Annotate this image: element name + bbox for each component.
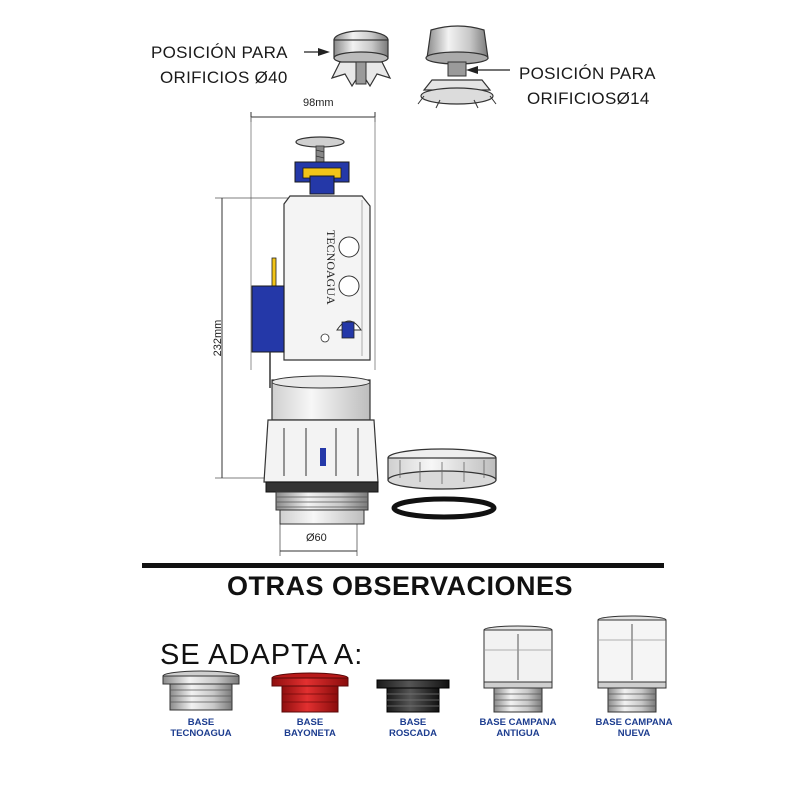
width-dimension [250,112,376,370]
callout-left-arrow [318,48,330,56]
base-caption-campana-nueva: BASE CAMPANA NUEVA [574,717,694,739]
flush-valve-icon [251,136,379,525]
base-caption-line2: TECNOAGUA [170,728,232,739]
base-caption-line2: ANTIGUA [496,728,540,739]
base-caption-bayoneta: BASE BAYONETA [250,717,370,739]
base-caption-line1: BASE [399,717,427,728]
diameter-dimension-label: Ø60 [306,532,327,544]
base-roscada-icon [376,679,450,713]
brand-on-body: TECNOAGUA [324,230,338,305]
callout-right-arrow [466,66,478,74]
base-bayoneta-icon [271,672,349,713]
callout-right-line2: ORIFICIOSØ14 [527,89,650,108]
base-tecnoagua-icon [162,670,240,711]
base-campana-nueva-icon [597,615,667,713]
section-heading: OTRAS OBSERVACIONES [226,571,574,601]
base-caption-line1: BASE CAMPANA [595,717,673,728]
callout-left-line2: ORIFICIOS Ø40 [160,68,288,87]
height-dimension-label: 232mm [212,319,224,357]
nut-icon [387,448,497,490]
push-button-40-icon [330,30,392,88]
base-caption-line2: NUEVA [617,728,651,739]
push-button-14-icon [417,25,497,109]
adapt-label: SE ADAPTA A: [160,639,364,671]
width-dimension-label: 98mm [303,97,334,109]
base-caption-line2: ROSCADA [388,728,438,739]
base-caption-roscada: BASE ROSCADA [353,717,473,739]
base-caption-line1: BASE [296,717,324,728]
callout-left-line1: POSICIÓN PARA [151,43,288,62]
base-caption-campana-antigua: BASE CAMPANA ANTIGUA [458,717,578,739]
callout-right-line1: POSICIÓN PARA [519,64,656,83]
diameter-dimension [279,520,358,556]
base-caption-line1: BASE CAMPANA [479,717,557,728]
base-campana-antigua-icon [483,625,553,713]
base-caption-line1: BASE [187,717,215,728]
gasket-icon [391,496,497,520]
section-divider [142,563,664,568]
base-caption-line2: BAYONETA [284,728,336,739]
base-caption-tecnoagua: BASE TECNOAGUA [141,717,261,739]
